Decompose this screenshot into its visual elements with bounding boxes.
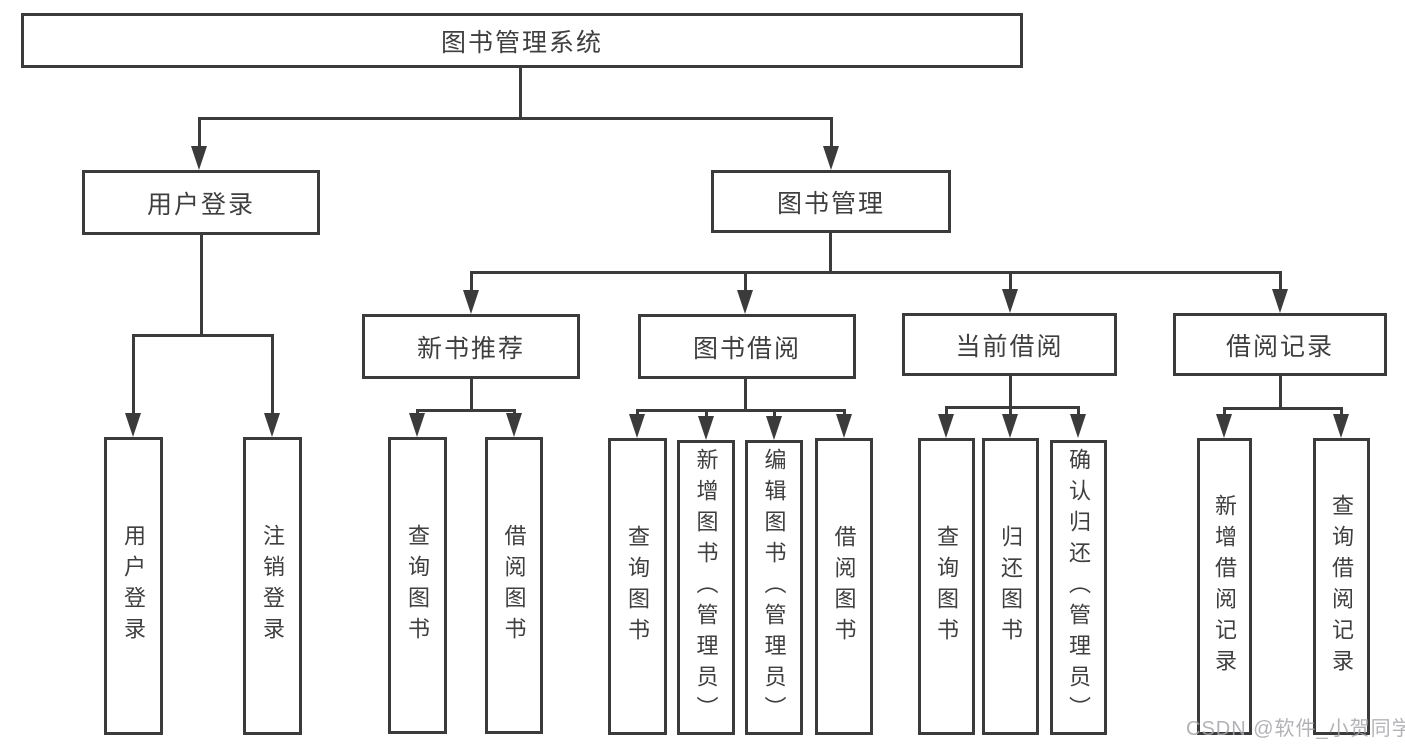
connector-line bbox=[636, 409, 845, 412]
connector-line bbox=[519, 67, 522, 118]
connector-line bbox=[1009, 375, 1012, 408]
connector-line bbox=[200, 234, 203, 336]
node-label: 查询借阅记录 bbox=[1329, 493, 1355, 680]
arrowhead-down-icon bbox=[1002, 414, 1018, 438]
node-label: 编辑图书（管理员） bbox=[761, 448, 787, 727]
node-book-management: 图书管理 bbox=[711, 170, 951, 233]
leaf-edit-books-admin: 编辑图书（管理员） bbox=[745, 440, 803, 735]
connector-line bbox=[843, 409, 846, 417]
connector-line bbox=[830, 117, 833, 149]
arrowhead-down-icon bbox=[506, 413, 522, 437]
node-label: 新增图书（管理员） bbox=[693, 448, 719, 727]
arrowhead-down-icon bbox=[629, 414, 645, 438]
leaf-search-books-3: 查询图书 bbox=[918, 438, 975, 735]
node-label: 用户登录 bbox=[121, 524, 147, 648]
connector-line bbox=[1223, 407, 1343, 410]
node-library-system: 图书管理系统 bbox=[21, 13, 1023, 68]
leaf-borrow-books-1: 借阅图书 bbox=[485, 437, 543, 734]
arrowhead-down-icon bbox=[737, 290, 753, 314]
arrowhead-down-icon bbox=[1216, 414, 1232, 438]
connector-line bbox=[470, 271, 1281, 274]
connector-line bbox=[470, 271, 473, 291]
node-label: 归还图书 bbox=[998, 524, 1024, 649]
leaf-add-borrow-record: 新增借阅记录 bbox=[1197, 438, 1252, 735]
arrowhead-down-icon bbox=[766, 416, 782, 440]
node-label: 当前借阅 bbox=[955, 332, 1064, 361]
arrowhead-down-icon bbox=[191, 146, 207, 170]
leaf-logout: 注销登录 bbox=[243, 437, 302, 735]
connector-line bbox=[470, 378, 473, 411]
node-label: 新增借阅记录 bbox=[1212, 493, 1238, 680]
connector-line bbox=[416, 409, 516, 412]
arrowhead-down-icon bbox=[823, 146, 839, 170]
node-label: 查询图书 bbox=[934, 524, 960, 649]
connector-line bbox=[1279, 375, 1282, 409]
connector-line bbox=[945, 406, 948, 416]
connector-line bbox=[1279, 271, 1282, 291]
leaf-borrow-books-2: 借阅图书 bbox=[815, 438, 873, 735]
node-label: 查询图书 bbox=[405, 523, 431, 648]
connector-line bbox=[744, 271, 747, 291]
arrowhead-down-icon bbox=[1272, 289, 1288, 313]
arrowhead-down-icon bbox=[836, 414, 852, 438]
arrowhead-down-icon bbox=[1333, 414, 1349, 438]
node-label: 新书推荐 bbox=[416, 334, 525, 363]
connector-line bbox=[773, 409, 776, 417]
arrowhead-down-icon bbox=[463, 290, 479, 314]
node-label: 注销登录 bbox=[260, 524, 286, 648]
connector-line bbox=[636, 409, 639, 417]
connector-line bbox=[945, 406, 1080, 409]
watermark: CSDN @软件_小贺同学 bbox=[1186, 718, 1405, 740]
node-label: 确认归还（管理员） bbox=[1066, 448, 1092, 727]
node-label: 借阅图书 bbox=[501, 523, 527, 648]
node-label: 用户登录 bbox=[146, 190, 255, 219]
leaf-search-books-1: 查询图书 bbox=[388, 437, 447, 734]
node-label: 图书借阅 bbox=[692, 334, 801, 363]
arrowhead-down-icon bbox=[698, 416, 714, 440]
connector-line bbox=[705, 409, 708, 417]
node-label: 借阅记录 bbox=[1225, 332, 1334, 361]
node-label: 图书管理 bbox=[776, 189, 885, 218]
leaf-search-books-2: 查询图书 bbox=[608, 438, 667, 735]
node-label: 借阅图书 bbox=[831, 524, 857, 649]
node-user-login: 用户登录 bbox=[82, 170, 320, 235]
node-book-borrowing: 图书借阅 bbox=[638, 314, 856, 379]
connector-line bbox=[132, 334, 135, 414]
node-label: 图书管理系统 bbox=[440, 28, 603, 57]
arrowhead-down-icon bbox=[1070, 414, 1086, 438]
connector-line bbox=[132, 334, 274, 337]
connector-line bbox=[1009, 271, 1012, 291]
connector-line bbox=[829, 232, 832, 273]
leaf-add-books-admin: 新增图书（管理员） bbox=[677, 440, 735, 735]
node-borrowing-records: 借阅记录 bbox=[1173, 313, 1387, 376]
leaf-user-login: 用户登录 bbox=[104, 437, 163, 735]
connector-line bbox=[1077, 406, 1080, 416]
connector-line bbox=[744, 378, 747, 411]
node-new-book-recommendation: 新书推荐 bbox=[362, 314, 580, 379]
arrowhead-down-icon bbox=[938, 414, 954, 438]
connector-line bbox=[1340, 407, 1343, 416]
arrowhead-down-icon bbox=[125, 413, 141, 437]
connector-line bbox=[198, 117, 201, 149]
leaf-return-books: 归还图书 bbox=[982, 438, 1039, 735]
node-current-borrowing: 当前借阅 bbox=[902, 313, 1117, 376]
arrowhead-down-icon bbox=[409, 413, 425, 437]
leaf-confirm-return-admin: 确认归还（管理员） bbox=[1050, 440, 1107, 735]
node-label: 查询图书 bbox=[625, 524, 651, 649]
connector-line bbox=[1223, 407, 1226, 416]
connector-line bbox=[271, 334, 274, 414]
connector-line bbox=[198, 117, 832, 120]
arrowhead-down-icon bbox=[264, 413, 280, 437]
arrowhead-down-icon bbox=[1002, 289, 1018, 313]
connector-line bbox=[1009, 406, 1012, 416]
leaf-search-borrow-record: 查询借阅记录 bbox=[1313, 438, 1370, 735]
